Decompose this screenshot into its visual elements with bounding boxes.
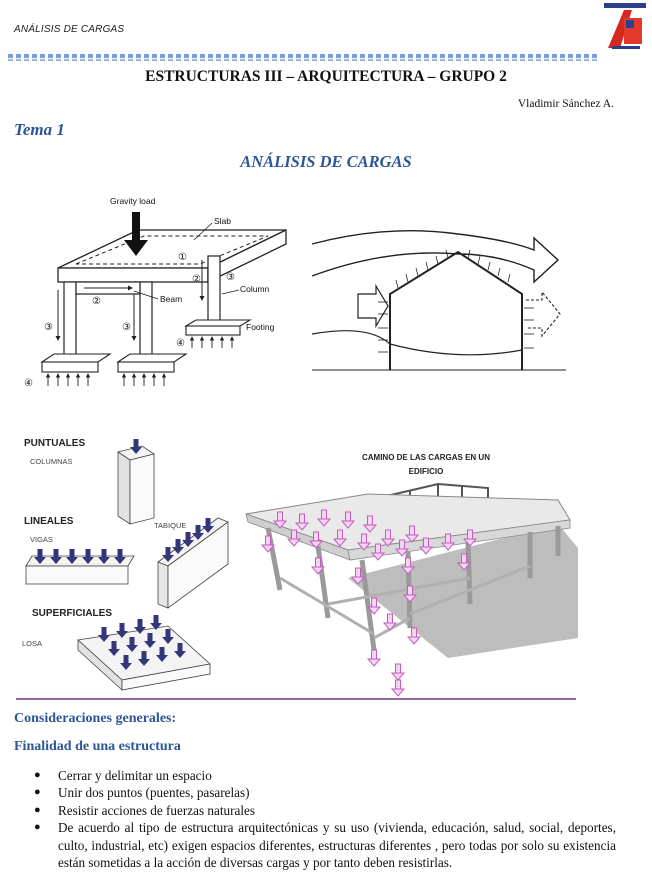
marker-2b: ② [192,274,201,285]
column-label: Column [240,284,270,294]
marker-3c: ③ [226,272,235,283]
list-item: ● De acuerdo al tipo de estructura arquit… [34,819,616,871]
topic-heading: Tema 1 [14,120,65,139]
load-types-figure: PUNTUALES COLUMNAS LINEALES VIGAS TABIQU… [22,438,578,697]
bullet-icon: ● [34,786,41,799]
bullet-icon: ● [34,821,41,834]
section-title: ANÁLISIS DE CARGAS [240,152,412,171]
marker-1: ① [178,252,187,263]
considerations-heading: Consideraciones generales: [14,711,177,726]
vigas-label: VIGAS [30,535,53,544]
losa-label: LOSA [22,639,42,648]
superficiales-label: SUPERFICIALES [32,608,112,619]
marker-4a: ④ [24,378,33,389]
marker-4b: ④ [176,338,185,349]
purpose-list: ● Cerrar y delimitar un espacio ● Unir dos… [34,767,616,871]
columnas-label: COLUMNAS [30,457,73,466]
wind-load-figure [311,229,566,371]
header-divider-secondary [8,59,598,61]
list-item-text: De acuerdo al tipo de estructura arquite… [58,820,616,871]
author-name: Vladimir Sánchez A. [517,98,614,110]
lineales-label: LINEALES [24,516,74,527]
header-divider [8,54,598,58]
figure-divider [16,698,576,700]
list-item: ● Unir dos puntos (puentes, pasarelas) [34,784,616,801]
tabique-label: TABIQUE [154,521,186,530]
list-item-text: Unir dos puntos (puentes, pasarelas) [58,785,250,801]
list-item-text: Resistir acciones de fuerzas naturales [58,802,255,818]
bullet-icon: ● [34,803,41,816]
marker-2a: ② [92,296,101,307]
puntuales-label: PUNTUALES [24,438,85,449]
running-header: ANÁLISIS DE CARGAS [14,24,125,35]
document-title: ESTRUCTURAS III – ARQUITECTURA – GRUPO 2 [145,68,507,85]
gravity-load-label: Gravity load [110,196,156,206]
list-item-text: Cerrar y delimitar un espacio [58,768,212,783]
gravity-load-frame-figure: Gravity load Slab Beam Column Footing ① … [24,196,287,389]
beam-label: Beam [160,294,182,304]
bullet-icon: ● [34,769,41,781]
list-item: ● Resistir acciones de fuerzas naturales [34,802,616,819]
university-logo [602,2,648,54]
list-item: ● Cerrar y delimitar un espacio [34,767,616,784]
camino-label-line2: EDIFICIO [409,467,444,476]
purpose-heading: Finalidad de una estructura [14,739,181,754]
marker-3a: ③ [44,322,53,333]
footing-label: Footing [246,322,275,332]
marker-3b: ③ [122,322,131,333]
slab-label: Slab [214,216,231,226]
camino-label-line1: CAMINO DE LAS CARGAS EN UN [362,453,490,462]
